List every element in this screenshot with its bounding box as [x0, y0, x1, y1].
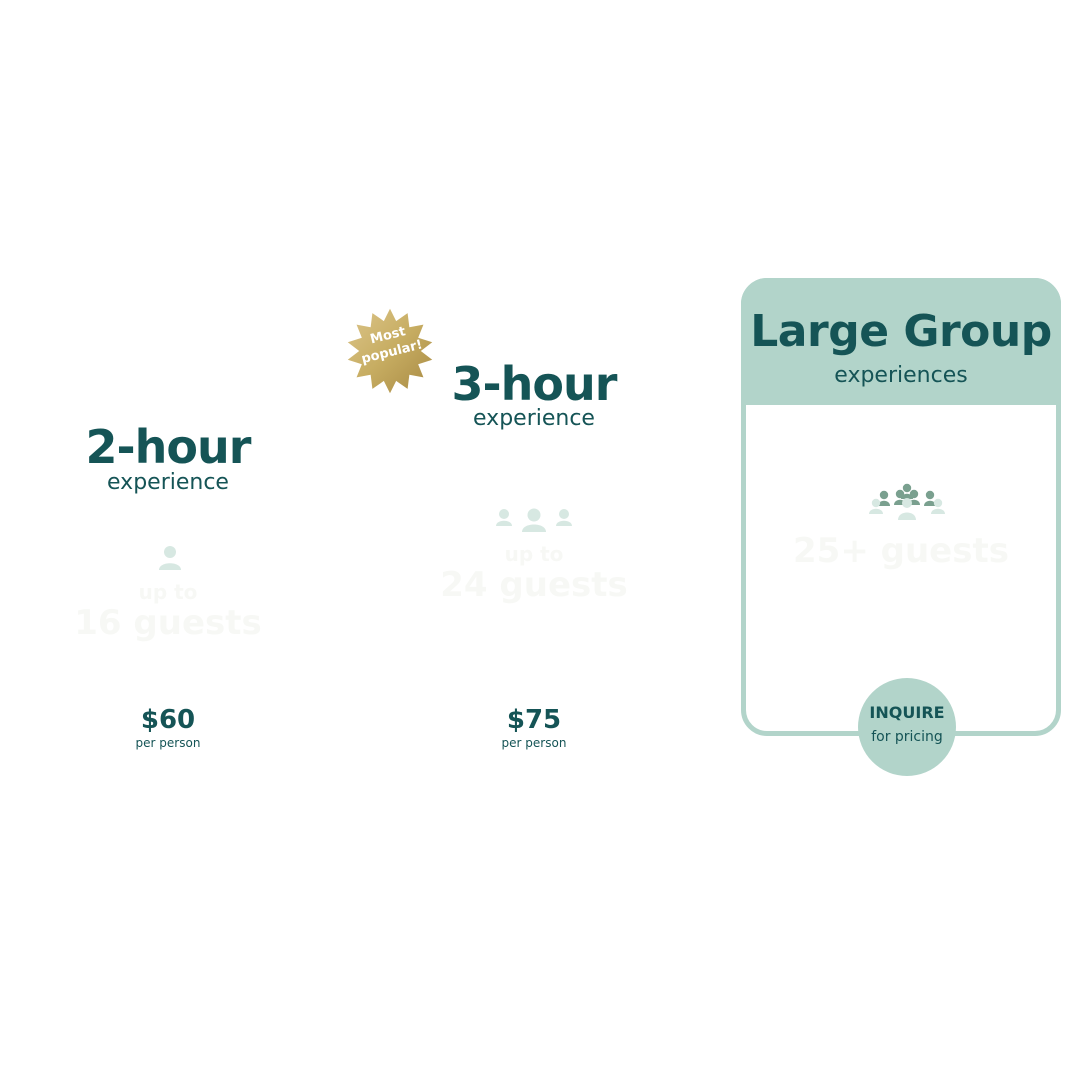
large-group-card-header	[741, 278, 1061, 405]
single-person-icon	[159, 546, 181, 570]
plan-3hour-price-unit: per person	[501, 736, 567, 750]
plan-2hour-price: $60	[140, 705, 196, 735]
plan-3hour-capacity-prefix: up to	[504, 542, 564, 566]
plan-large-group-capacity: 25+ guests	[793, 531, 1009, 571]
plan-3hour-subtitle: experience	[473, 406, 595, 431]
three-people-icon	[496, 508, 572, 532]
plan-large-group-subtitle: experiences	[834, 363, 968, 388]
plan-2hour-price-unit: per person	[135, 736, 201, 750]
plan-3hour-price: $75	[506, 705, 562, 735]
plan-2hour-capacity: 16 guests	[74, 603, 262, 643]
plan-2hour-subtitle: experience	[107, 470, 229, 495]
inquire-button[interactable]	[858, 678, 956, 776]
plan-2hour-title: 2-hour	[85, 420, 252, 474]
plan-large-group-title: Large Group	[750, 306, 1052, 357]
plan-3hour-capacity: 24 guests	[440, 565, 628, 605]
group-people-icon	[869, 483, 945, 520]
plan-2hour-capacity-prefix: up to	[138, 580, 198, 604]
inquire-sublabel: for pricing	[871, 729, 943, 745]
inquire-label: INQUIRE	[869, 703, 945, 722]
starburst-badge-icon	[347, 308, 433, 394]
plan-3hour-title: 3-hour	[451, 357, 618, 411]
